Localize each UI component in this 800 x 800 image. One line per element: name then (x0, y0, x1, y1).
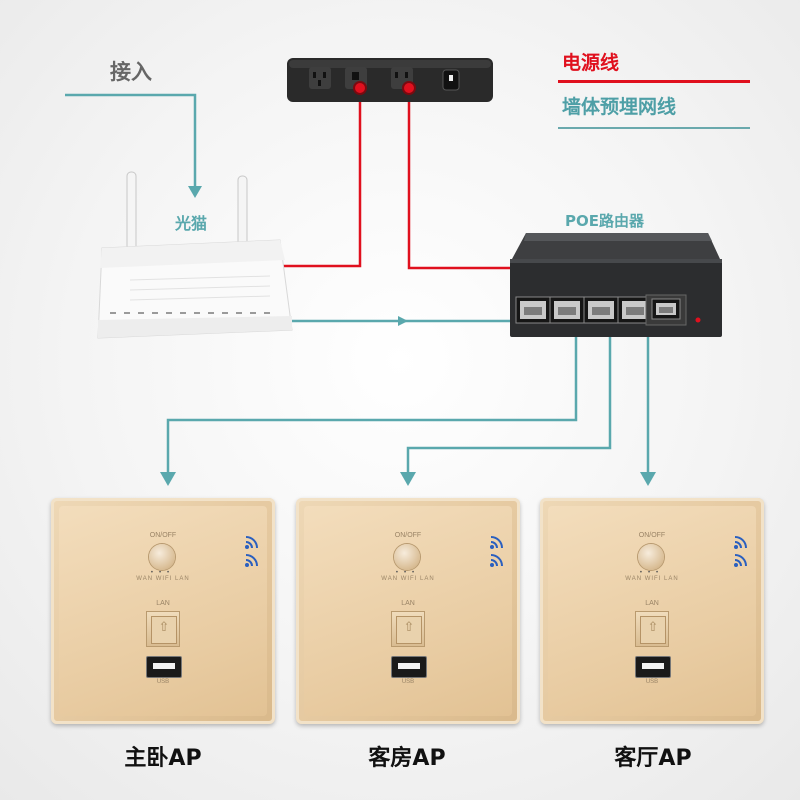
arrow-up-icon: ⇧ (403, 619, 415, 634)
power-strip (287, 58, 493, 102)
usb-label: USB (645, 679, 659, 685)
arrow-up-icon: ⇧ (158, 619, 170, 634)
led-labels: WAN WIFI LAN (381, 576, 435, 582)
ap1-line (166, 335, 578, 474)
ap-panel-living-room: ON/OFF ••• WAN WIFI LAN LAN ⇧ USB (540, 498, 764, 724)
led-dots: ••• (639, 570, 665, 576)
input-arrow-head (188, 186, 202, 198)
lan-label: LAN (156, 600, 170, 607)
led-dots: ••• (150, 570, 176, 576)
arrow-up-icon: ⇧ (647, 619, 659, 634)
ap-label-living-room: 客厅AP (614, 746, 692, 771)
ap2-arrow (400, 472, 416, 486)
usb-label: USB (156, 679, 170, 685)
onoff-label: ON/OFF (638, 532, 666, 539)
power-plug-left (353, 81, 367, 95)
ap1-arrow (160, 472, 176, 486)
lan-label: LAN (401, 600, 415, 607)
modem-label: 光猫 (175, 214, 208, 233)
ap-label-master-bedroom: 主卧AP (124, 746, 202, 771)
lan-port[interactable]: ⇧ (146, 611, 180, 647)
legend-power-label: 电源线 (562, 52, 620, 74)
power-line-modem (272, 92, 362, 268)
ap-panel-master-bedroom: ON/OFF ••• WAN WIFI LAN LAN ⇧ USB (51, 498, 275, 724)
power-plug-right (402, 81, 416, 95)
wifi-icon (490, 536, 503, 567)
legend-network-label: 墙体预埋网线 (562, 96, 677, 118)
led-labels: WAN WIFI LAN (136, 576, 190, 582)
usb-port[interactable] (635, 656, 671, 678)
poe-router (510, 233, 722, 337)
power-button[interactable] (149, 544, 175, 570)
usb-label: USB (401, 679, 415, 685)
lan-label: LAN (645, 600, 659, 607)
input-line (65, 93, 197, 195)
wifi-icon (734, 536, 747, 567)
optical-modem (97, 171, 293, 339)
ap3-arrow (640, 472, 656, 486)
lan-port[interactable]: ⇧ (391, 611, 425, 647)
usb-port[interactable] (391, 656, 427, 678)
poe-router-label: POE路由器 (565, 212, 644, 230)
onoff-label: ON/OFF (149, 532, 177, 539)
ap-label-guest-room: 客房AP (368, 746, 446, 771)
ap2-line (406, 335, 612, 474)
modem-antenna-left (126, 171, 137, 251)
power-line-router (407, 92, 512, 270)
ap-panel-guest-room: ON/OFF ••• WAN WIFI LAN LAN ⇧ USB (296, 498, 520, 724)
usb-port[interactable] (146, 656, 182, 678)
power-button[interactable] (638, 544, 664, 570)
input-label: 接入 (110, 60, 152, 84)
modem-antenna-right (237, 175, 248, 251)
modem-indicator-row (110, 312, 270, 314)
legend-power-line (558, 80, 750, 83)
lan-port[interactable]: ⇧ (635, 611, 669, 647)
modem-router-arrow (398, 316, 408, 326)
led-dots: ••• (395, 570, 421, 576)
poe-power-led (695, 317, 701, 323)
wifi-icon (245, 536, 258, 567)
onoff-label: ON/OFF (394, 532, 422, 539)
led-labels: WAN WIFI LAN (625, 576, 679, 582)
legend-network-line (558, 127, 750, 129)
poe-ports (515, 294, 687, 326)
power-button[interactable] (394, 544, 420, 570)
